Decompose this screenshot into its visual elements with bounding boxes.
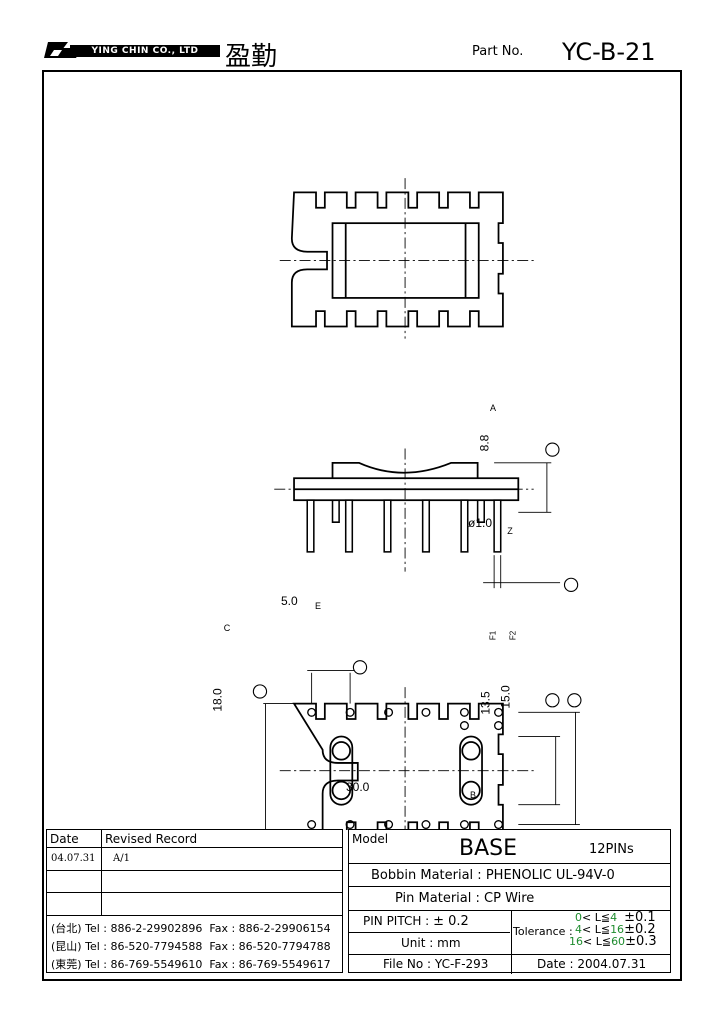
- model-value: BASE: [459, 836, 518, 861]
- revision-date: 04.07.31: [51, 853, 96, 864]
- pitch-dimension: 5.0: [281, 594, 298, 608]
- datum-f1-label: F1: [488, 630, 498, 641]
- pitch-label: PIN PITCH :: [363, 914, 430, 928]
- height-dimension: 8.8: [477, 434, 492, 452]
- contact-fax: Fax : 86-520-7794788: [209, 940, 331, 953]
- pitch-value: ± 0.2: [433, 914, 469, 929]
- contact-row: (昆山) Tel : 86-520-7794588 Fax : 86-520-7…: [51, 938, 331, 954]
- tol-low: 4: [575, 923, 582, 936]
- datum-f2-label: F2: [508, 630, 518, 641]
- technical-drawing: [252, 178, 582, 830]
- pin-value: CP Wire: [484, 891, 535, 906]
- pin-material: Pin Material : CP Wire: [395, 891, 534, 906]
- tol-value: ±0.3: [625, 934, 657, 949]
- width-dimension: 18.0: [210, 688, 225, 712]
- contact-row: (東莞) Tel : 86-769-5549610 Fax : 86-769-5…: [51, 956, 331, 972]
- datum-c-label: C: [223, 623, 231, 633]
- part-no-value: YC-B-21: [562, 38, 656, 66]
- date-header: Date: [50, 832, 79, 846]
- pin-pitch: PIN PITCH : ± 0.2: [363, 914, 469, 929]
- contact-city: (昆山): [51, 940, 82, 953]
- file-value: YC-F-293: [434, 957, 489, 971]
- date-value: 2004.07.31: [577, 957, 647, 971]
- contact-row: (台北) Tel : 886-2-29902896 Fax : 886-2-29…: [51, 920, 331, 936]
- unit-value: mm: [437, 936, 461, 950]
- outer-dimension: 15.0: [498, 685, 513, 709]
- bobbin-label: Bobbin Material :: [371, 868, 482, 883]
- tolerance-row: 4< L≦16±0.2: [575, 922, 656, 937]
- tol-value: ±0.2: [624, 922, 656, 937]
- tol-cond: < L≦: [583, 935, 612, 948]
- contact-fax: Fax : 886-2-29906154: [209, 922, 331, 935]
- tol-cond: < L≦: [582, 911, 611, 924]
- top-view-outline: [290, 191, 504, 328]
- tolerance-label: Tolerance :: [513, 925, 573, 938]
- tol-value: ±0.1: [624, 910, 656, 925]
- bobbin-value: PHENOLIC UL-94V-0: [485, 868, 615, 883]
- contact-tel: Tel : 886-2-29902896: [85, 922, 203, 935]
- datum-z-label: Z: [507, 526, 513, 536]
- date-label: Date :: [537, 957, 574, 971]
- inner-dimension: 13.5: [478, 691, 493, 715]
- pin-label: Pin Material :: [395, 891, 480, 906]
- file-label: File No :: [383, 957, 432, 971]
- bobbin-material: Bobbin Material : PHENOLIC UL-94V-0: [371, 868, 615, 883]
- tol-high: 4: [610, 911, 618, 924]
- tolerance-row: 0< L≦4 ±0.1: [575, 910, 656, 925]
- tol-low: 16: [569, 935, 583, 948]
- company-name-en: YING CHIN CO., LTD: [70, 45, 220, 57]
- datum-b-label: B: [469, 790, 476, 800]
- contact-fax: Fax : 86-769-5549617: [209, 958, 331, 971]
- tol-high: 60: [611, 935, 626, 948]
- company-name-cn: 盈勤: [225, 42, 278, 72]
- record-header: Revised Record: [105, 832, 198, 846]
- contact-city: (台北): [51, 922, 82, 935]
- contact-city: (東莞): [51, 958, 82, 971]
- drawing-frame: [42, 70, 682, 981]
- datum-a-label: A: [489, 403, 496, 413]
- tolerance-row: 16< L≦60±0.3: [569, 934, 657, 949]
- tol-cond: < L≦: [582, 923, 611, 936]
- revision-record: A/1: [113, 853, 130, 864]
- revision-block: Date Revised Record 04.07.31 A/1 (台北) Te…: [46, 829, 343, 973]
- drawing-date: Date : 2004.07.31: [537, 957, 646, 971]
- tol-high: 16: [610, 923, 625, 936]
- contact-tel: Tel : 86-769-5549610: [85, 958, 203, 971]
- pin-count: 12PINs: [589, 842, 634, 857]
- unit: Unit : mm: [401, 936, 461, 950]
- file-no: File No : YC-F-293: [383, 957, 488, 971]
- pin-diameter-dimension: ø1.0: [468, 516, 493, 530]
- tol-low: 0: [575, 911, 582, 924]
- unit-label: Unit :: [401, 936, 434, 950]
- model-label: Model: [352, 832, 389, 846]
- part-no-label: Part No.: [472, 44, 524, 59]
- length-dimension: 30.0: [346, 780, 370, 794]
- datum-e-label: E: [314, 601, 321, 611]
- contact-tel: Tel : 86-520-7794588: [85, 940, 203, 953]
- info-block: Model BASE 12PINs Bobbin Material : PHEN…: [348, 829, 671, 974]
- header: YING CHIN CO., LTD 盈勤 Part No. YC-B-21: [0, 0, 720, 72]
